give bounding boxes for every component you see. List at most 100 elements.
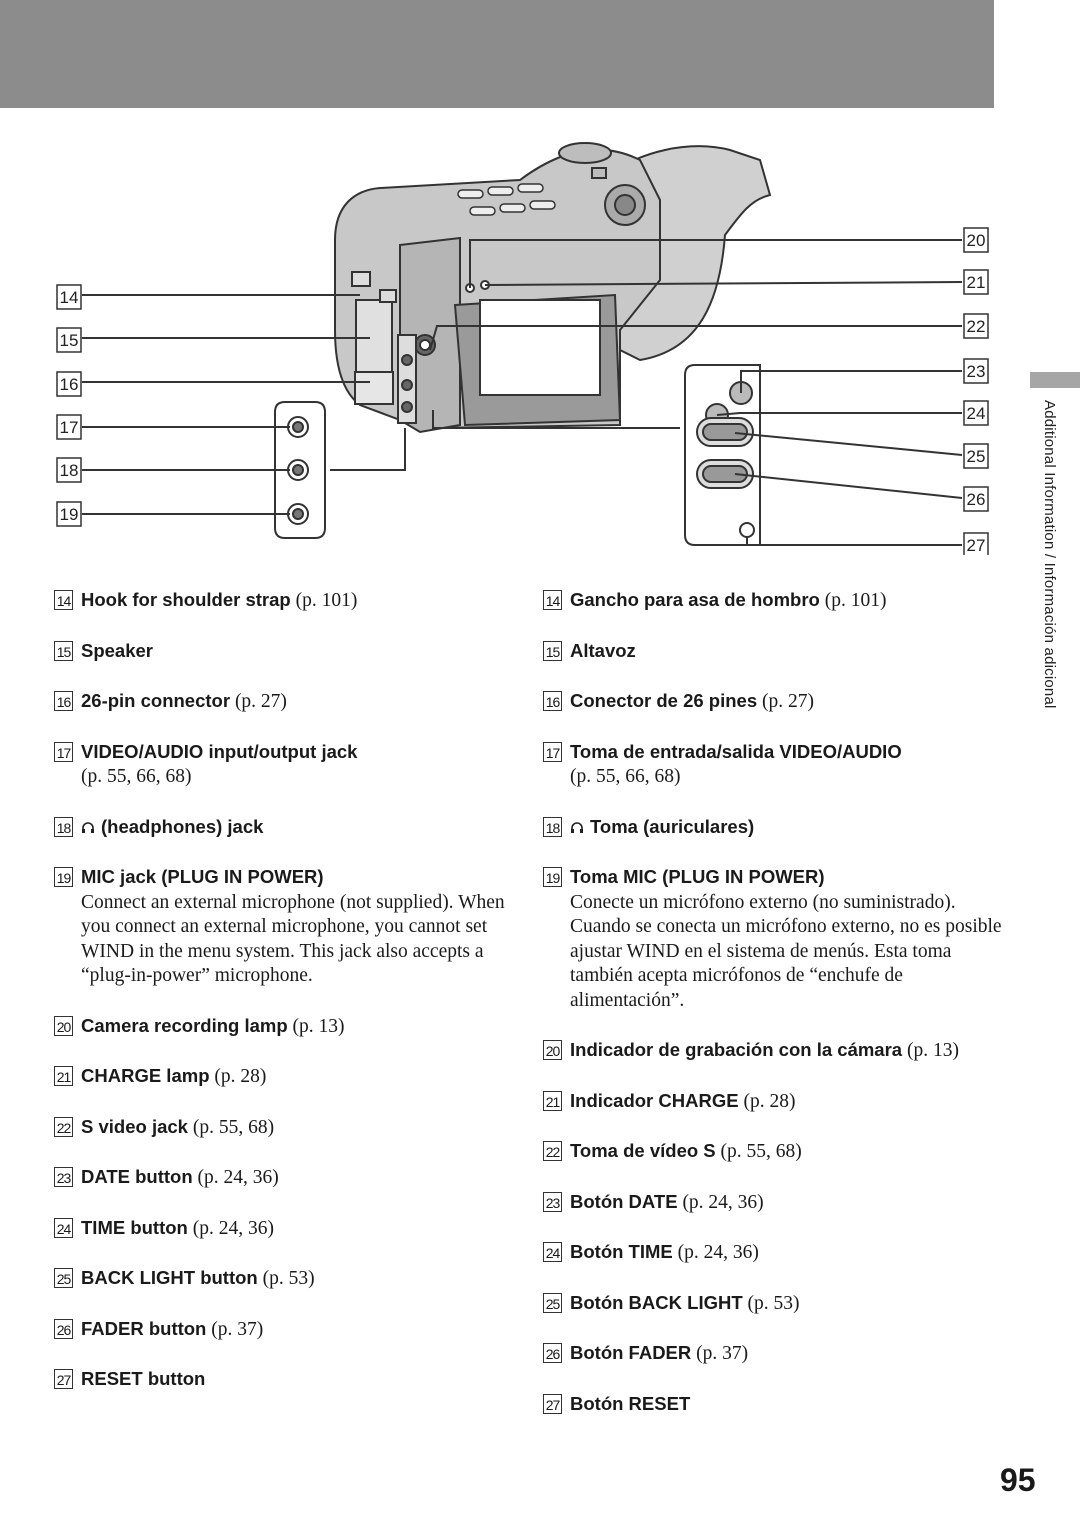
page-number: 95 <box>1000 1462 1036 1498</box>
callout-24: 24 <box>963 400 989 426</box>
list-item: 23 DATE button (p. 24, 36) <box>54 1165 514 1191</box>
item-number: 18 <box>54 816 73 837</box>
svg-text:14: 14 <box>60 288 79 307</box>
item-page-ref: (p. 101) <box>290 590 358 611</box>
item-page-ref: (p. 53) <box>257 1268 315 1289</box>
item-heading: Conector de 26 pines <box>570 690 758 711</box>
item-number: 14 <box>543 590 562 610</box>
item-heading: Botón BACK LIGHT <box>570 1291 743 1313</box>
item-heading: Toma de vídeo S <box>570 1140 716 1161</box>
item-number: 19 <box>543 867 562 887</box>
item-number: 25 <box>54 1268 73 1288</box>
item-description: (p. 55, 66, 68) <box>81 766 192 787</box>
item-page-ref: (p. 55, 68) <box>187 1116 275 1138</box>
item-number: 15 <box>543 640 562 661</box>
item-number: 27 <box>54 1369 73 1389</box>
svg-text:21: 21 <box>967 273 986 292</box>
callout-14: 14 <box>56 284 82 310</box>
item-heading: FADER button <box>81 1317 207 1339</box>
item-number: 25 <box>543 1292 562 1313</box>
callout-17: 17 <box>56 414 82 440</box>
svg-text:15: 15 <box>60 331 79 350</box>
svg-text:24: 24 <box>967 404 986 423</box>
item-number: 27 <box>543 1393 562 1414</box>
item-heading: TIME button <box>81 1216 188 1238</box>
list-item: 18 (headphones) jack <box>54 815 514 841</box>
item-number: 19 <box>54 867 73 887</box>
callout-15: 15 <box>56 327 82 353</box>
item-number: 20 <box>54 1015 73 1036</box>
item-page-ref: (p. 55, 68) <box>715 1141 802 1162</box>
callout-25: 25 <box>963 443 989 469</box>
camcorder-diagram: 14 15 16 17 18 19 20 21 22 23 24 25 26 2… <box>56 142 989 555</box>
item-heading: Botón RESET <box>570 1392 691 1414</box>
section-side-label: Additional Information / Información adi… <box>1041 400 1061 810</box>
item-page-ref: (p. 13) <box>902 1040 959 1061</box>
svg-text:19: 19 <box>60 505 79 524</box>
item-page-ref: (p. 24, 36) <box>192 1167 279 1188</box>
item-page-ref: (p. 13) <box>287 1015 345 1037</box>
item-page-ref: (p. 24, 36) <box>672 1242 759 1263</box>
item-heading: VIDEO/AUDIO input/output jack <box>81 740 358 762</box>
item-heading: Toma MIC (PLUG IN POWER) <box>570 866 825 887</box>
item-heading: BACK LIGHT button <box>81 1267 258 1288</box>
item-number: 21 <box>543 1090 562 1111</box>
section-tab <box>1030 372 1080 388</box>
callout-23: 23 <box>963 358 989 384</box>
item-heading: Hook for shoulder strap <box>81 589 291 610</box>
list-item: 25 BACK LIGHT button (p. 53) <box>54 1266 514 1292</box>
list-item: 15 Altavoz <box>543 639 1003 665</box>
item-heading: 26-pin connector <box>81 690 231 711</box>
item-number: 20 <box>543 1040 562 1060</box>
item-heading: Botón FADER <box>570 1342 692 1363</box>
item-heading: Altavoz <box>570 639 636 661</box>
item-heading: Indicador de grabación con la cámara <box>570 1039 903 1060</box>
item-number: 16 <box>54 691 73 711</box>
callout-26: 26 <box>963 486 989 512</box>
callout-22: 22 <box>963 313 989 339</box>
item-number: 17 <box>543 741 562 762</box>
item-page-ref: (p. 24, 36) <box>677 1191 764 1213</box>
item-number: 23 <box>54 1167 73 1187</box>
item-heading: Camera recording lamp <box>81 1014 288 1036</box>
svg-text:20: 20 <box>967 231 986 250</box>
list-item: 20 Camera recording lamp (p. 13) <box>54 1014 514 1040</box>
item-description: Connect an external microphone (not supp… <box>81 891 505 987</box>
list-item: 14 Hook for shoulder strap (p. 101) <box>54 588 514 614</box>
svg-text:23: 23 <box>967 362 986 381</box>
item-page-ref: (p. 24, 36) <box>187 1217 274 1239</box>
item-number: 22 <box>543 1141 562 1161</box>
item-heading: Gancho para asa de hombro <box>570 589 820 610</box>
item-number: 14 <box>54 590 73 610</box>
item-heading: Indicador CHARGE <box>570 1089 739 1111</box>
section-side-text: Additional Information / Información adi… <box>1041 400 1058 709</box>
item-heading: Toma (auriculares) <box>590 815 755 837</box>
item-heading: CHARGE lamp <box>81 1065 210 1086</box>
callout-27: 27 <box>963 532 989 555</box>
svg-text:25: 25 <box>967 447 986 466</box>
item-heading: DATE button <box>81 1166 193 1187</box>
item-heading: (headphones) jack <box>101 815 264 837</box>
callout-16: 16 <box>56 371 82 397</box>
list-item: 20 Indicador de grabación con la cámara (… <box>543 1038 1003 1064</box>
list-item: 22 Toma de vídeo S (p. 55, 68) <box>543 1139 1003 1165</box>
svg-text:18: 18 <box>60 461 79 480</box>
